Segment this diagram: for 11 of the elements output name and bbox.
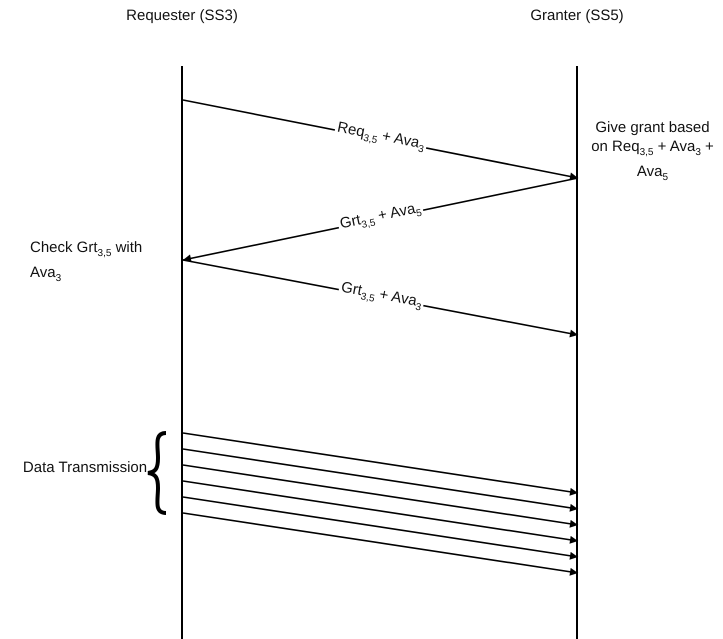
note-text: Give grant based on Req$_{3,5}$ + Ava$_{3}$ + Ava$_{5}$ bbox=[590, 118, 715, 185]
message-arrow bbox=[182, 464, 578, 528]
message-arrow bbox=[182, 512, 578, 576]
message-arrow bbox=[182, 432, 578, 496]
participant-label: Granter (SS5) bbox=[529, 6, 625, 25]
message-arrow bbox=[182, 496, 578, 560]
participant-label: Requester (SS3) bbox=[125, 6, 239, 25]
bracket-label: Data Transmission bbox=[22, 458, 148, 477]
message-arrow bbox=[182, 448, 578, 512]
message-arrow bbox=[182, 480, 578, 544]
note-text: Check Grt$_{3,5}$ with Ava$_{3}$ bbox=[30, 238, 144, 286]
